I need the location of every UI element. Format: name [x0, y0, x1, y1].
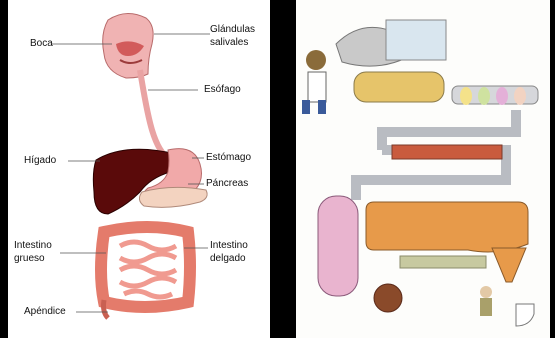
pink-tank — [318, 196, 358, 296]
heater-bar — [392, 145, 502, 159]
orange-tank — [366, 202, 528, 252]
label-estomago: Estómago — [206, 152, 251, 164]
pancreas-shape — [139, 187, 207, 207]
label-intestino-delgado-line2: delgado — [210, 253, 246, 265]
funnel — [492, 248, 526, 282]
label-intestino-grueso-line1: Intestino — [14, 240, 52, 252]
flask-row — [452, 86, 538, 105]
yellow-tank — [354, 72, 444, 102]
coil-bar — [400, 256, 486, 268]
chef-figure — [302, 50, 326, 114]
label-higado: Hígado — [24, 155, 56, 167]
head-mouth-shape — [103, 13, 153, 78]
toilet — [516, 304, 534, 326]
label-boca: Boca — [30, 38, 53, 50]
digestive-machine-panel — [296, 0, 550, 338]
anatomy-panel: Boca Glándulas salivales Esófago Hígado … — [8, 0, 270, 338]
label-esofago: Esófago — [204, 84, 241, 96]
label-intestino-delgado-line1: Intestino — [210, 240, 248, 252]
esophagus-shape — [140, 70, 170, 160]
digestive-machine-illustration — [296, 0, 550, 338]
top-flasks-rack — [386, 20, 446, 60]
label-pancreas: Páncreas — [206, 178, 248, 190]
label-apendice: Apéndice — [24, 306, 66, 318]
label-intestino-grueso-line2: grueso — [14, 253, 45, 265]
small-intestine-shape — [120, 242, 176, 297]
digestive-system-illustration — [8, 0, 270, 338]
brown-sphere — [374, 284, 402, 312]
label-glandulas-line2: salivales — [210, 37, 248, 49]
label-glandulas-line1: Glándulas — [210, 24, 255, 36]
small-worker-figure — [480, 286, 492, 316]
